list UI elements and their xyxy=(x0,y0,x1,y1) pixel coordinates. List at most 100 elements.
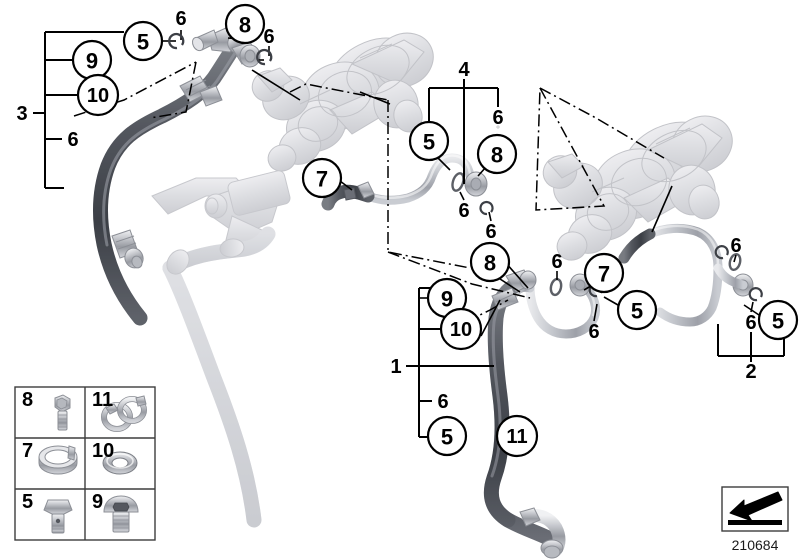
callout-4-plain[interactable]: 4 xyxy=(458,59,470,81)
hose-inline-collar xyxy=(179,75,223,107)
oil-line-assembly-4 xyxy=(321,153,494,216)
dashdot-right-triangle xyxy=(535,87,606,211)
callout-3-plain[interactable]: 3 xyxy=(16,103,27,125)
circlip-2a xyxy=(714,245,729,260)
bracket-1 xyxy=(406,287,494,438)
callout-label: 7 xyxy=(316,167,328,192)
callout-circle xyxy=(76,73,120,117)
callout-5-circled[interactable]: 5 xyxy=(408,120,450,162)
lead-6-lc2 xyxy=(593,303,598,322)
legend-icon-spring-hose-clamp-pair xyxy=(101,395,147,432)
callout-6-plain[interactable]: 6 xyxy=(551,251,562,273)
oil-line-assembly-2 xyxy=(618,223,763,327)
brackets-group xyxy=(33,31,785,438)
circlip-4 xyxy=(479,200,494,216)
callout-label: 6 xyxy=(492,107,503,129)
dashdot-mid-diag xyxy=(289,83,389,101)
callout-circle xyxy=(476,133,518,175)
callout-10-circled[interactable]: 10 xyxy=(439,307,483,351)
seal-rings-group xyxy=(168,32,500,129)
hose-assembly-3 xyxy=(93,27,261,326)
callout-5-circled[interactable]: 5 xyxy=(122,20,164,62)
dashdot-right-up xyxy=(539,87,665,159)
callout-circle xyxy=(757,299,799,341)
callout-circle xyxy=(224,3,266,45)
callout-5-circled[interactable]: 5 xyxy=(757,299,799,341)
callout-6-plain[interactable]: 6 xyxy=(437,391,448,413)
callout-6-plain[interactable]: 6 xyxy=(588,321,599,343)
sealing-ring-lower-c xyxy=(549,277,563,297)
callout-circle xyxy=(408,120,450,162)
callout-label: 6 xyxy=(745,312,756,334)
oil-line-banjo-eye-4 xyxy=(464,171,488,197)
callout-6-plain[interactable]: 6 xyxy=(67,129,78,151)
legend-label-7: 7 xyxy=(22,440,33,462)
lead-6-m2 xyxy=(459,191,465,201)
callout-5-circled[interactable]: 5 xyxy=(616,289,658,331)
legend-icon-hose-clamp-band xyxy=(38,445,78,475)
circlip-top-2 xyxy=(256,48,273,66)
callout-label: 8 xyxy=(239,13,251,38)
callout-label: 9 xyxy=(441,287,453,312)
callout-5-circled[interactable]: 5 xyxy=(426,415,468,457)
callout-8-circled[interactable]: 8 xyxy=(476,133,518,175)
callout-label: 6 xyxy=(67,129,78,151)
callout-label: 6 xyxy=(458,200,469,222)
lead-6-m3 xyxy=(488,211,492,222)
callout-11-circled[interactable]: 11 xyxy=(495,414,539,458)
lead-7-mid xyxy=(339,180,353,191)
hose-1-lower-connector xyxy=(519,507,566,559)
dashdot-left-pointer-2 xyxy=(149,61,197,119)
callout-6-plain[interactable]: 6 xyxy=(458,200,469,222)
callout-1-plain[interactable]: 1 xyxy=(390,356,401,378)
callout-label: 5 xyxy=(423,130,435,155)
callout-label: 2 xyxy=(745,361,756,383)
callout-label: 6 xyxy=(551,251,562,273)
callout-10-circled[interactable]: 10 xyxy=(76,73,120,117)
lead-8-low xyxy=(496,276,521,293)
ghost-turbocharger-left-detail xyxy=(297,43,410,142)
callout-6-plain[interactable]: 6 xyxy=(175,8,186,30)
callout-label: 5 xyxy=(441,425,453,450)
callout-6-plain[interactable]: 6 xyxy=(745,312,756,334)
legend-label-9: 9 xyxy=(92,491,103,513)
callout-label: 10 xyxy=(87,85,109,107)
callout-6-plain[interactable]: 6 xyxy=(730,235,741,257)
circlip-2b xyxy=(748,287,763,302)
callout-6-plain[interactable]: 6 xyxy=(485,221,496,243)
legend-label-11: 11 xyxy=(92,389,113,411)
callout-label: 6 xyxy=(263,26,274,48)
callout-9-circled[interactable]: 9 xyxy=(71,39,113,81)
callout-2-plain[interactable]: 2 xyxy=(745,361,756,383)
ghost-turbocharger-left xyxy=(251,32,434,172)
bracket-4 xyxy=(428,79,499,184)
bracket-2 xyxy=(717,324,785,362)
ghost-turbocharger-right-detail xyxy=(586,127,707,231)
legend-icon-banjo-bolt xyxy=(43,499,73,534)
callout-circle xyxy=(439,307,483,351)
callout-6-plain[interactable]: 6 xyxy=(492,107,503,129)
callout-label: 8 xyxy=(491,143,503,168)
legend-label-5: 5 xyxy=(22,491,33,513)
callout-label: 4 xyxy=(458,59,470,81)
callout-label: 1 xyxy=(390,356,401,378)
legend-icon-o-ring xyxy=(102,451,138,475)
legend-label-8: 8 xyxy=(22,389,33,411)
callout-8-circled[interactable]: 8 xyxy=(469,241,511,283)
direction-arrow-icon xyxy=(729,491,783,522)
callout-circle xyxy=(122,20,164,62)
callout-label: 10 xyxy=(450,319,472,341)
callout-8-circled[interactable]: 8 xyxy=(224,3,266,45)
callout-label: 6 xyxy=(730,235,741,257)
lead-5-right xyxy=(603,296,619,306)
callout-7-circled[interactable]: 7 xyxy=(301,157,343,199)
lead-10-arrow xyxy=(480,299,501,337)
callout-6-plain[interactable]: 6 xyxy=(263,26,274,48)
callout-circle xyxy=(426,415,468,457)
callout-7-circled[interactable]: 7 xyxy=(583,252,625,294)
bracket-3 xyxy=(33,31,124,189)
